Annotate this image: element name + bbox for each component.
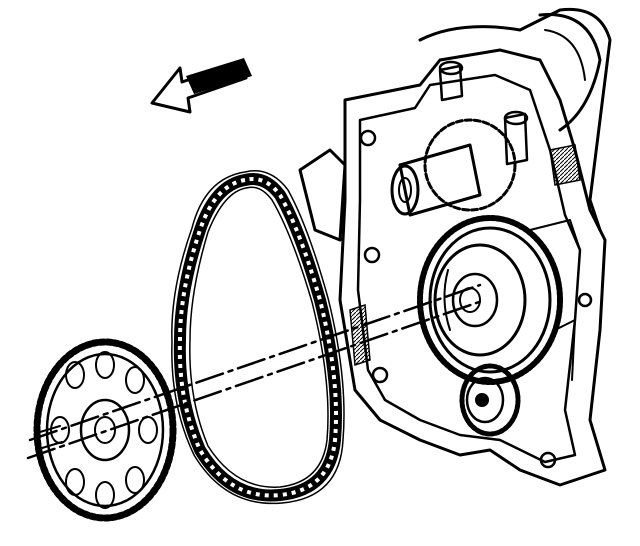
centerline	[26, 283, 487, 460]
camshaft-sprocket	[33, 338, 177, 522]
idler-gear	[459, 363, 521, 437]
crankshaft-gear	[417, 215, 563, 385]
direction-arrow	[150, 58, 252, 114]
engine-block	[298, 7, 612, 487]
timing-chain	[171, 170, 345, 505]
